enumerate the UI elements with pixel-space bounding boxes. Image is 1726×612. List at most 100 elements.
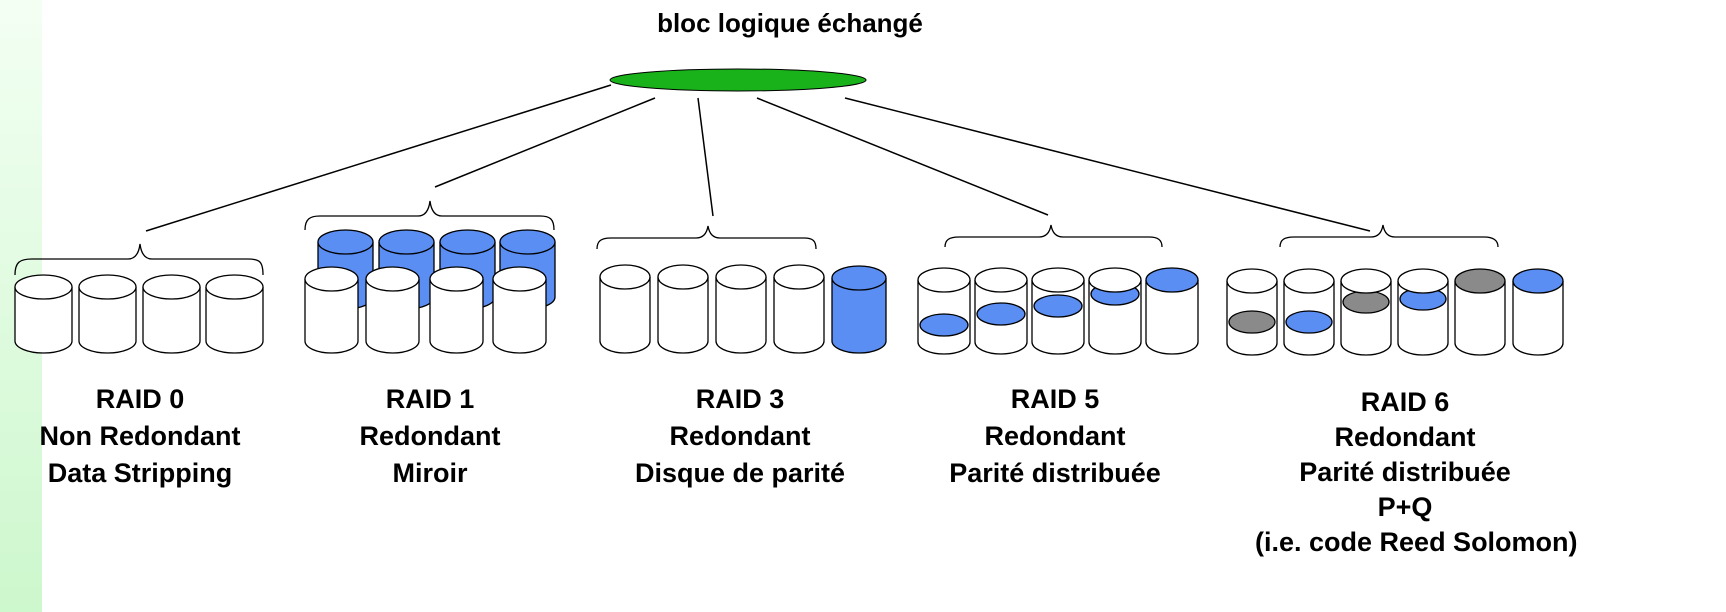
disk-top [439,229,496,255]
raid3-label: RAID 3 Redondant Disque de parité [615,381,865,492]
disk-top [1031,267,1085,293]
brace-raid0 [14,243,264,276]
raid1-disk-3 [429,266,484,354]
disk-top [429,266,484,292]
disk-top [205,274,264,300]
disk-body [78,287,137,354]
raid6-disk-2 [1283,268,1335,356]
disk-top [78,274,137,300]
disk-top [831,265,887,291]
raid0-label: RAID 0 Non Redondant Data Stripping [20,381,260,492]
disk-body [205,287,264,354]
disk-body [831,278,887,354]
diagram-title: bloc logique échangé [657,8,923,38]
raid0-disk-4 [205,274,264,354]
disk-body [365,279,420,354]
brace-raid6 [1279,224,1499,248]
raid5-line1: Redondant [984,421,1126,451]
brace-raid3 [596,225,817,250]
raid3-line2: Disque de parité [634,458,846,488]
disk-top [1512,268,1564,294]
raid3-name: RAID 3 [695,384,785,414]
data-block [1033,294,1083,318]
disk-body [14,287,73,354]
disk-body [715,277,767,354]
disk-body [492,279,547,354]
disk-top [1397,268,1449,294]
disk-body [304,279,359,354]
disk-top [492,266,547,292]
disk-top [657,264,709,290]
raid1-disk-1 [304,266,359,354]
disk-body [773,277,825,354]
raid6-line4: (i.e. code Reed Solomon) [1255,527,1578,557]
disk-top [974,267,1028,293]
raid6-disk-6 [1512,268,1564,356]
raid5-label: RAID 5 Redondant Parité distribuée [930,381,1180,492]
disk-top [1454,268,1506,294]
connector-raid0 [145,84,612,232]
raid3-parity-disk [831,265,887,354]
raid6-disk-1 [1226,268,1278,356]
braces [14,200,1499,276]
connector-raid5 [756,97,1049,216]
disk-top [304,266,359,292]
raid6-name: RAID 6 [1360,387,1450,417]
raid6-label: RAID 6 Redondant Parité distribuée P+Q (… [1255,385,1578,560]
raid3-disk-1 [599,264,651,354]
disk-body [1454,281,1506,356]
raid5-disk-5 [1145,267,1199,355]
disk-body [599,277,651,354]
raid3-line1: Redondant [669,421,811,451]
disk-top [715,264,767,290]
raid0-disk-3 [142,274,201,354]
data-block [976,302,1026,326]
disk-body [1512,281,1564,356]
root-logical-block [609,68,867,92]
brace-raid1 [304,200,555,231]
raid0-disk-1 [14,274,73,354]
raid6-disk-4 [1397,268,1449,356]
raid1-name: RAID 1 [385,384,475,414]
raid0-line1: Non Redondant [39,421,241,451]
connector-lines [145,84,1371,232]
raid1-disk-4 [492,266,547,354]
raid6-line2: Parité distribuée [1299,457,1511,487]
connector-raid6 [844,97,1371,232]
disk-arrays [14,229,1564,356]
parity-block [1342,290,1390,314]
disk-top [1226,268,1278,294]
disk-top [499,229,556,255]
disk-top [1283,268,1335,294]
raid6-line3: P+Q [1377,492,1433,522]
raid1-label: RAID 1 Redondant Miroir [325,381,535,492]
raid0-line2: Data Stripping [47,458,233,488]
data-block [1285,310,1333,334]
raid3-disk-3 [715,264,767,354]
data-block [919,313,969,337]
brace-raid5 [944,224,1163,248]
disk-top [917,267,971,293]
raid5-disk-3 [1031,267,1085,355]
raid1-line2: Miroir [392,458,468,488]
disk-top [1340,268,1392,294]
disk-top [599,264,651,290]
raid1-disk-2 [365,266,420,354]
raid6-disk-5 [1454,268,1506,356]
disk-top [142,274,201,300]
disk-body [429,279,484,354]
disk-top [1088,267,1142,293]
raid5-disk-1 [917,267,971,355]
raid3-disk-4 [773,264,825,354]
disk-top [378,229,435,255]
disk-body [1145,280,1199,355]
disk-top [317,229,374,255]
raid3-disk-2 [657,264,709,354]
raid5-disk-2 [974,267,1028,355]
raid1-line1: Redondant [359,421,501,451]
raid5-line2: Parité distribuée [949,458,1161,488]
raid5-disk-4 [1088,267,1142,355]
parity-block [1228,310,1276,334]
connector-raid3 [697,97,714,217]
